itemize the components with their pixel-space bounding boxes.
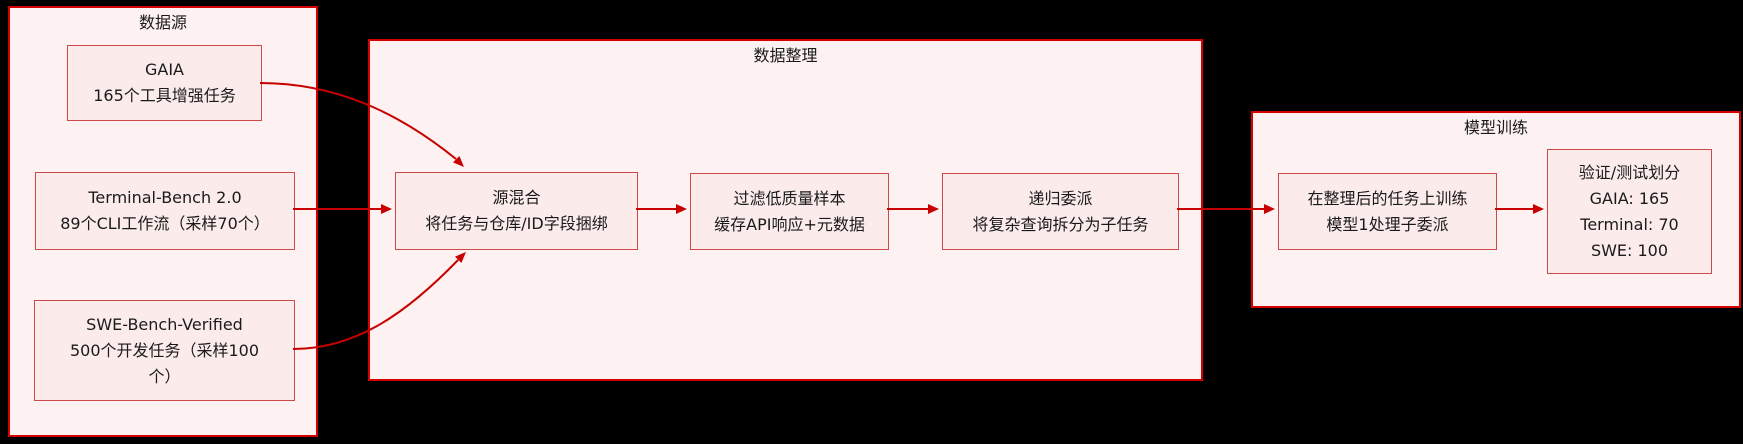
node-line: 在整理后的任务上训练	[1307, 188, 1468, 208]
node-line: 源混合	[492, 188, 541, 207]
group-title-data-curation: 数据整理	[753, 46, 818, 65]
node-line: 过滤低质量样本	[733, 188, 846, 208]
node-line: Terminal: 70	[1580, 214, 1679, 234]
node-line: 验证/测试划分	[1578, 162, 1681, 182]
node-val-test-split: 验证/测试划分 GAIA: 165 Terminal: 70 SWE: 100	[1547, 149, 1712, 274]
node-recursive-delegation: 递归委派 将复杂查询拆分为子任务	[942, 173, 1179, 250]
node-line: 将任务与仓库/ID字段捆绑	[425, 214, 608, 233]
group-model-training: 模型训练 在整理后的任务上训练 模型1处理子委派 验证/测试划分 GAIA: 1…	[1251, 111, 1741, 308]
node-line: Terminal-Bench 2.0	[88, 188, 242, 207]
node-train-on-curated: 在整理后的任务上训练 模型1处理子委派	[1278, 173, 1497, 250]
group-data-curation: 数据整理 源混合 将任务与仓库/ID字段捆绑 过滤低质量样本 缓存API响应+元…	[368, 39, 1203, 381]
node-swe-bench-verified: SWE-Bench-Verified 500个开发任务（采样100 个）	[34, 300, 295, 401]
group-data-sources: 数据源 GAIA 165个工具增强任务 Terminal-Bench 2.0 8…	[8, 6, 318, 437]
node-line: SWE-Bench-Verified	[86, 314, 243, 334]
node-line: 500个开发任务（采样100	[69, 340, 260, 360]
group-title-data-sources: 数据源	[138, 13, 187, 32]
group-title-model-training: 模型训练	[1463, 118, 1528, 137]
node-line: 将复杂查询拆分为子任务	[972, 214, 1149, 234]
node-line: GAIA	[144, 60, 184, 79]
node-line: 模型1处理子委派	[1326, 214, 1449, 234]
node-line: 165个工具增强任务	[93, 86, 236, 105]
node-line: 缓存API响应+元数据	[714, 214, 865, 234]
node-line: 递归委派	[1028, 188, 1093, 208]
node-line: SWE: 100	[1590, 240, 1669, 260]
node-terminal-bench: Terminal-Bench 2.0 89个CLI工作流（采样70个）	[35, 172, 295, 250]
node-gaia: GAIA 165个工具增强任务	[67, 45, 262, 121]
node-line: 个）	[148, 366, 181, 386]
node-line: GAIA: 165	[1589, 188, 1670, 208]
node-line: 89个CLI工作流（采样70个）	[60, 214, 270, 233]
node-filter-low-quality: 过滤低质量样本 缓存API响应+元数据	[690, 173, 889, 250]
node-source-mixing: 源混合 将任务与仓库/ID字段捆绑	[395, 172, 638, 250]
